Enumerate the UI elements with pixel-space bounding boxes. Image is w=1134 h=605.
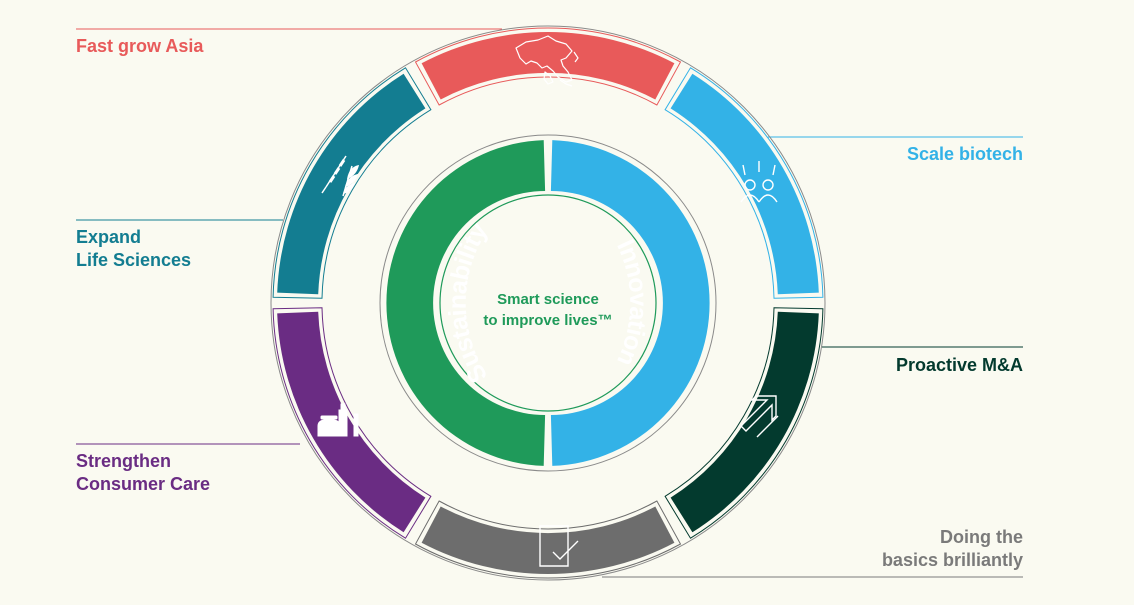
inner-ring-outline <box>379 134 717 472</box>
leader-lines <box>76 28 1023 578</box>
segment-doing-basics <box>421 506 675 574</box>
segment-scale-biotech-outline <box>664 67 824 299</box>
label-expand-life-sciences: Expand Life Sciences <box>76 227 192 270</box>
syringe-wheat-icon <box>321 155 360 197</box>
arrow-up-right-icon <box>740 395 779 438</box>
cosmetics-icon <box>317 403 359 437</box>
segment-proactive-ma-outline <box>664 307 824 539</box>
segment-scale-biotech <box>670 73 819 295</box>
segment-fast-grow-asia <box>421 32 675 100</box>
center-circle-outline <box>439 194 657 412</box>
segment-sustainability <box>386 140 546 466</box>
people-ideas-icon <box>740 161 778 203</box>
segment-doing-basics-outline <box>414 500 682 579</box>
label-fast-grow-asia: Fast grow Asia <box>76 36 204 56</box>
segment-life-sciences <box>277 73 426 295</box>
label-strengthen-consumer-care: Strengthen Consumer Care <box>76 451 211 494</box>
segment-life-sciences-outline <box>272 67 432 299</box>
asia-map-icon <box>515 35 579 87</box>
segment-innovation <box>550 140 710 466</box>
segment-consumer-care-outline <box>272 307 432 539</box>
label-proactive-ma: Proactive M&A <box>895 355 1023 375</box>
center-text-line-1: Smart science <box>497 291 599 308</box>
label-scale-biotech: Scale biotech <box>906 144 1023 164</box>
segment-consumer-care <box>277 311 426 533</box>
label-doing-basics: Doing the basics brilliantly <box>881 527 1023 570</box>
segment-proactive-ma <box>670 311 819 533</box>
segment-fast-grow-asia-outline <box>414 27 682 106</box>
outer-ring-outline <box>270 25 826 581</box>
document-check-icon <box>539 525 579 567</box>
center-text-line-2: to improve lives™ <box>483 312 612 329</box>
